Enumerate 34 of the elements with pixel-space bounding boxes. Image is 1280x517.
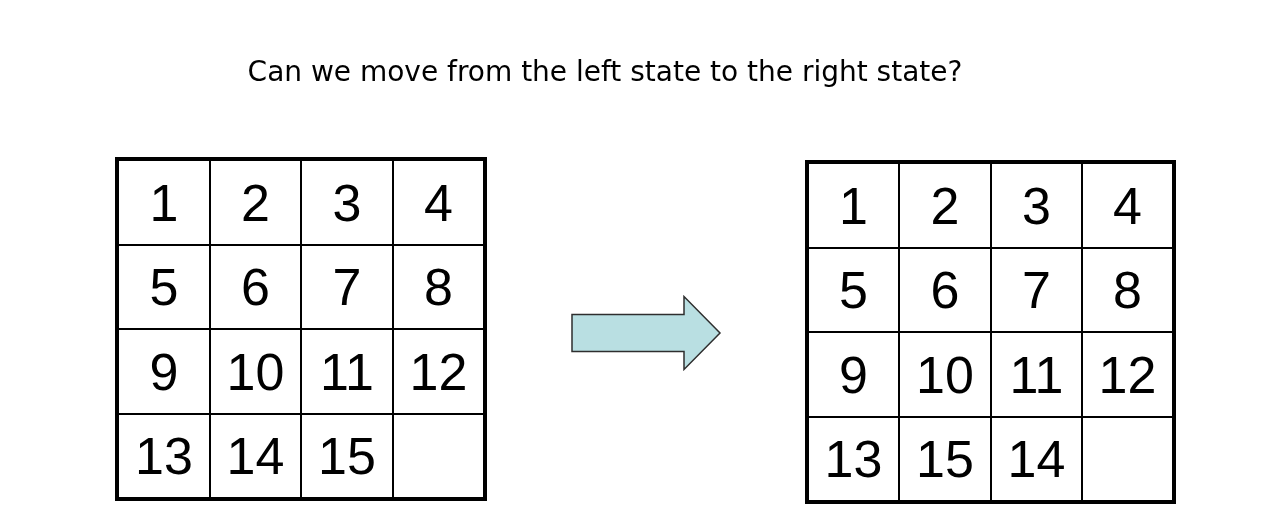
block-arrow	[571, 294, 722, 372]
number-tile: 2	[210, 160, 301, 245]
puzzle-grid	[115, 157, 487, 501]
number-tile: 2	[899, 163, 991, 248]
number-tile: 13	[808, 417, 899, 501]
number-tile: 14	[210, 414, 301, 498]
number-tile: 10	[210, 329, 301, 414]
number-tile: 1	[118, 160, 210, 245]
number-tile: 12	[1082, 332, 1173, 417]
number-tile: 10	[899, 332, 991, 417]
number-tile: 7	[991, 248, 1082, 332]
number-tile: 7	[301, 245, 393, 329]
number-tile: 4	[393, 160, 484, 245]
number-tile: 5	[118, 245, 210, 329]
number-tile: 8	[1082, 248, 1173, 332]
number-tile: 6	[899, 248, 991, 332]
number-tile: 11	[991, 332, 1082, 417]
number-tile: 1	[808, 163, 899, 248]
number-tile: 3	[301, 160, 393, 245]
number-tile: 4	[1082, 163, 1173, 248]
number-tile: 12	[393, 329, 484, 414]
number-tile: 8	[393, 245, 484, 329]
puzzle-grid	[805, 160, 1176, 504]
number-tile: 9	[808, 332, 899, 417]
number-tile: 6	[210, 245, 301, 329]
title: Can we move from the left state to the right state?	[247, 54, 963, 90]
number-tile: 5	[808, 248, 899, 332]
number-tile: 11	[301, 329, 393, 414]
number-tile: 13	[118, 414, 210, 498]
number-tile: 15	[899, 417, 991, 501]
number-tile: 14	[991, 417, 1082, 501]
number-tile: 3	[991, 163, 1082, 248]
number-tile: 15	[301, 414, 393, 498]
number-tile: 9	[118, 329, 210, 414]
